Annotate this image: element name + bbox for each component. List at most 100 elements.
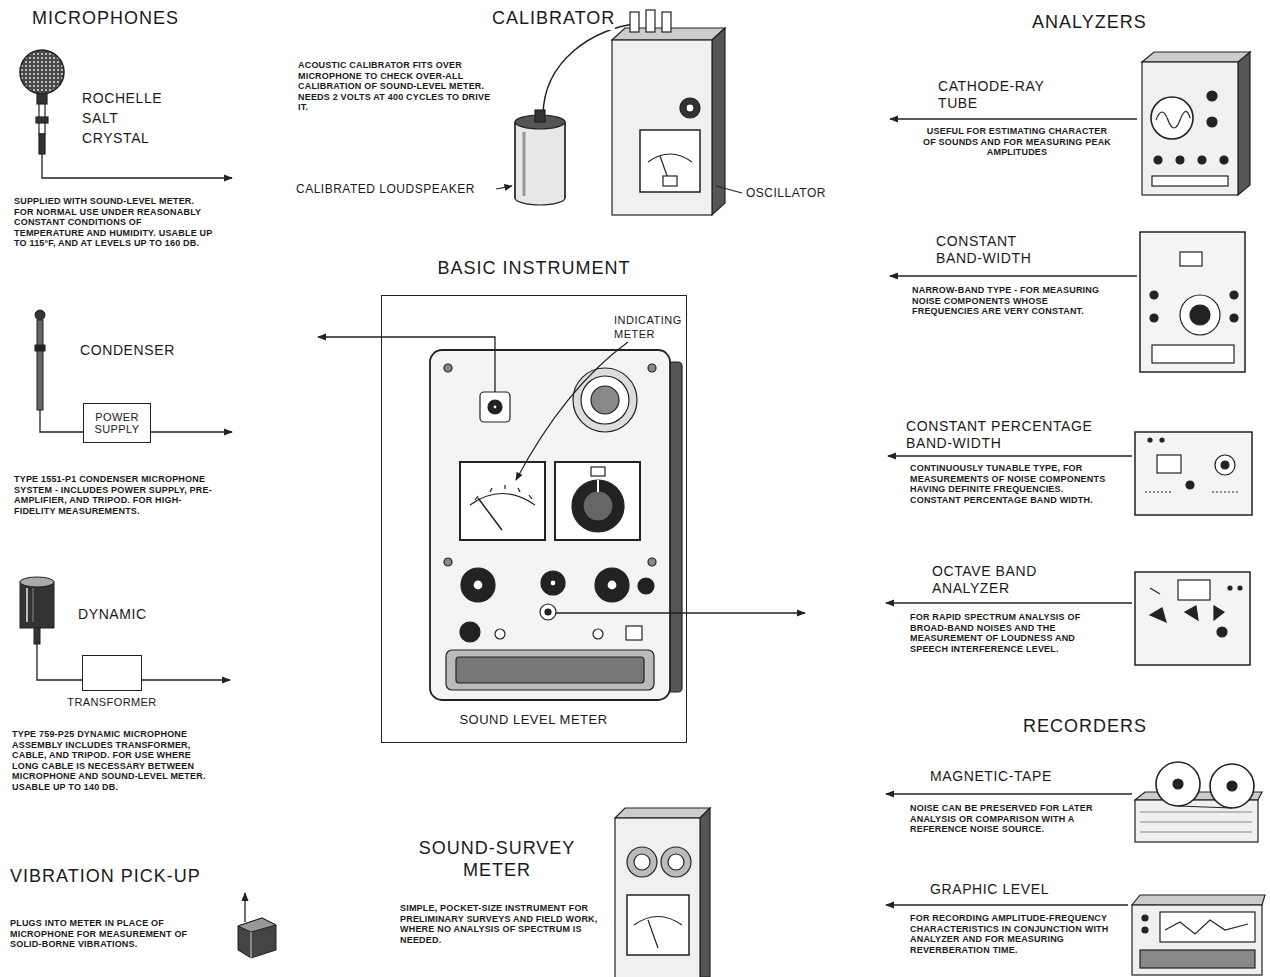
graphic-level-recorder — [1132, 895, 1265, 975]
item-heading: ROCHELLE SALT CRYSTAL — [82, 88, 187, 148]
cathode-ray-oscilloscope — [1142, 52, 1250, 62]
sound-level-meter — [430, 350, 670, 700]
constant-bandwidth-analyzer — [1140, 232, 1245, 372]
signal-arrow — [142, 680, 230, 681]
magnetic-tape-recorder — [1135, 762, 1262, 842]
leader-line — [496, 186, 742, 193]
description-text: SUPPLIED WITH SOUND-LEVEL METER. FOR NOR… — [14, 196, 214, 249]
constant-percentage-analyzer — [1135, 432, 1252, 515]
dynamic-microphone — [20, 577, 54, 644]
constant-percentage-analyzer — [1135, 432, 1252, 515]
signal-arrow — [318, 337, 805, 613]
description-text: CONTINUOUSLY TUNABLE TYPE, FOR MEASUREME… — [910, 463, 1110, 505]
vibration-pickup — [238, 918, 276, 958]
description-text: TYPE 759-P25 DYNAMIC MICROPHONE ASSEMBLY… — [12, 729, 217, 792]
oscillator — [612, 10, 725, 215]
signal-arrow — [42, 154, 232, 178]
sound-level-meter — [591, 467, 605, 476]
constant-bandwidth-analyzer — [1150, 291, 1158, 299]
power-supply-box: POWER SUPPLY — [83, 403, 151, 443]
magnetic-tape-recorder — [1140, 811, 1252, 812]
oscillator — [612, 40, 712, 215]
oscillator — [662, 12, 671, 32]
cathode-ray-oscilloscope — [1220, 156, 1228, 164]
dynamic-microphone — [34, 628, 40, 644]
sound-level-meter — [626, 626, 642, 640]
section-heading: ANALYZERS — [1032, 12, 1147, 34]
sound-level-meter — [478, 498, 502, 530]
oscillator — [663, 176, 677, 186]
part-label: CALIBRATED LOUDSPEAKER — [296, 182, 475, 196]
condenser-microphone — [35, 310, 45, 410]
graphic-level-recorder — [1165, 920, 1248, 934]
sound-level-meter — [456, 657, 644, 683]
microphone-cable — [37, 644, 82, 680]
sound-survey-meter — [627, 895, 689, 955]
description-text: FOR RAPID SPECTRUM ANALYSIS OF BROAD-BAN… — [910, 612, 1110, 654]
sound-level-meter — [493, 405, 497, 409]
item-heading: DYNAMIC — [78, 606, 147, 623]
constant-bandwidth-analyzer — [1152, 345, 1234, 363]
item-heading: CONSTANT PERCENTAGE BAND-WIDTH — [906, 418, 1128, 452]
sound-survey-meter — [615, 818, 700, 977]
description-text: USEFUL FOR ESTIMATING CHARACTER OF SOUND… — [922, 126, 1112, 158]
item-heading: GRAPHIC LEVEL — [930, 881, 1049, 898]
sound-level-meter — [581, 376, 629, 424]
section-heading: MICROPHONES — [32, 8, 179, 30]
condenser-microphone — [35, 345, 45, 351]
transformer-box: TRANSFORMER — [57, 655, 167, 708]
octave-band-analyzer — [1135, 572, 1250, 665]
cathode-ray-oscilloscope — [1207, 117, 1217, 127]
octave-band-analyzer — [1228, 586, 1232, 590]
signal-arrow — [318, 337, 495, 392]
microphone-cable — [37, 644, 82, 680]
callout-label: INDICATING METER — [614, 314, 684, 342]
cathode-ray-oscilloscope — [1207, 91, 1217, 101]
microphone-cable — [40, 410, 83, 432]
leader-line — [516, 342, 628, 480]
cathode-ray-oscilloscope — [1152, 176, 1228, 186]
leader-line — [716, 186, 742, 193]
calibrated-loudspeaker — [535, 110, 545, 122]
sound-level-meter — [460, 462, 545, 540]
signal-arrow — [141, 431, 232, 432]
sound-level-meter — [504, 485, 505, 489]
constant-percentage-analyzer — [1148, 438, 1152, 442]
calibrated-loudspeaker — [515, 110, 565, 205]
sound-level-meter — [572, 480, 624, 532]
section-heading: RECORDERS — [1023, 716, 1147, 738]
signal-arrow — [886, 904, 1128, 905]
sound-level-meter — [573, 368, 637, 432]
dynamic-microphone — [20, 582, 54, 628]
item-heading: CONSTANT BAND-WIDTH — [936, 233, 1056, 267]
cathode-ray-oscilloscope — [1142, 52, 1250, 195]
sound-level-meter — [460, 622, 480, 642]
description-text: PLUGS INTO METER IN PLACE OF MICROPHONE … — [10, 918, 215, 950]
octave-band-analyzer — [1150, 588, 1160, 594]
instrument-caption: SOUND LEVEL METER — [382, 712, 685, 728]
signal-arrow — [886, 793, 1132, 794]
octave-band-analyzer — [1178, 580, 1210, 600]
crystal-microphone — [20, 50, 64, 154]
sound-level-meter — [595, 568, 629, 602]
crystal-microphone — [39, 134, 45, 154]
sound-survey-meter — [668, 854, 684, 870]
vibration-pickup — [238, 918, 276, 932]
magnetic-tape-recorder — [1227, 781, 1237, 791]
item-heading: MAGNETIC-TAPE — [930, 768, 1052, 785]
octave-band-analyzer — [1150, 608, 1166, 622]
cathode-ray-oscilloscope — [1142, 62, 1238, 195]
section-heading: SOUND-SURVEY METER — [412, 838, 582, 881]
condenser-microphone — [35, 310, 45, 320]
signal-arrow — [141, 432, 232, 433]
signal-arrow — [556, 612, 805, 613]
oscillator — [680, 98, 700, 118]
calibrated-loudspeaker — [515, 122, 565, 198]
description-text: NARROW-BAND TYPE - FOR MEASURING NOISE C… — [912, 285, 1112, 317]
microphone-cable — [40, 410, 83, 432]
sound-level-meter — [545, 609, 551, 615]
constant-percentage-analyzer — [1157, 455, 1181, 473]
item-heading: OCTAVE BAND ANALYZER — [932, 563, 1067, 597]
signal-arrow — [890, 275, 1137, 276]
